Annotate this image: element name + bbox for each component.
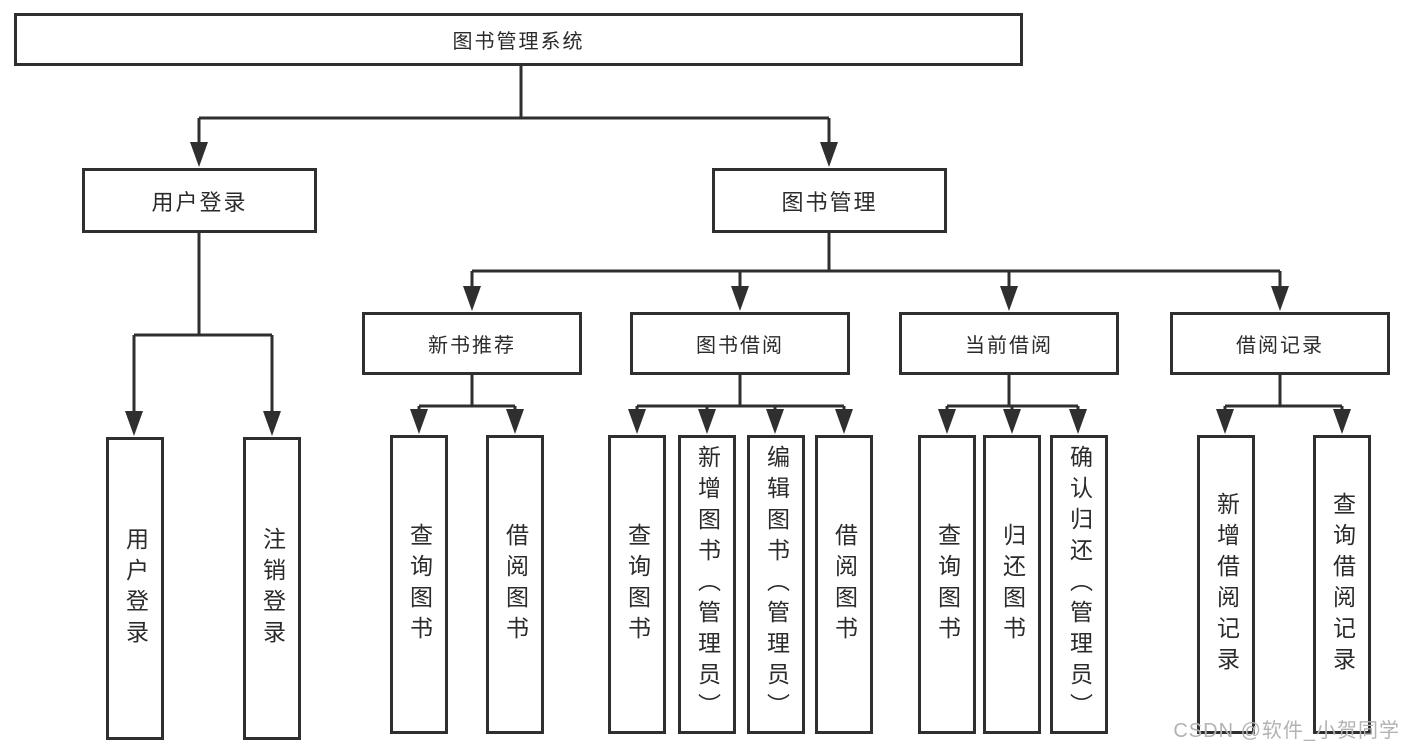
node-new-book-recommend-label: 新书推荐 <box>428 335 516 357</box>
leaf-query-books-borrow: 查询图书 <box>608 435 666 734</box>
node-user-login-label: 用户登录 <box>151 189 248 215</box>
leaf-add-borrow-record: 新增借阅记录 <box>1197 435 1255 734</box>
node-current-borrowing-label: 当前借阅 <box>965 335 1053 357</box>
leaf-return-books: 归还图书 <box>983 435 1041 734</box>
node-book-borrowing-label: 图书借阅 <box>696 335 784 357</box>
node-new-book-recommend: 新书推荐 <box>362 312 582 375</box>
leaf-confirm-return-admin: 确认归还（管理员） <box>1050 435 1108 734</box>
node-book-management: 图书管理 <box>712 168 947 233</box>
arrowheads <box>125 142 1351 436</box>
leaf-borrow-books-recommend: 借阅图书 <box>486 435 544 734</box>
csdn-watermark: CSDN @软件_小贺同学 <box>1173 720 1400 742</box>
node-current-borrowing: 当前借阅 <box>899 312 1119 375</box>
node-borrowing-records-label: 借阅记录 <box>1236 335 1324 357</box>
leaf-user-login: 用户登录 <box>106 437 164 740</box>
node-borrowing-records: 借阅记录 <box>1170 312 1390 375</box>
node-user-login: 用户登录 <box>82 168 317 233</box>
node-root-label: 图书管理系统 <box>452 31 585 53</box>
leaf-edit-book-admin: 编辑图书（管理员） <box>747 435 805 734</box>
leaf-logout: 注销登录 <box>243 437 301 740</box>
leaf-borrow-books: 借阅图书 <box>815 435 873 734</box>
leaf-query-books-current: 查询图书 <box>918 435 976 734</box>
leaf-query-books-recommend: 查询图书 <box>390 435 448 734</box>
node-book-management-label: 图书管理 <box>781 189 878 215</box>
leaf-add-book-admin: 新增图书（管理员） <box>678 435 736 734</box>
node-root: 图书管理系统 <box>14 13 1023 66</box>
leaf-query-borrow-record: 查询借阅记录 <box>1313 435 1371 734</box>
node-book-borrowing: 图书借阅 <box>630 312 850 375</box>
